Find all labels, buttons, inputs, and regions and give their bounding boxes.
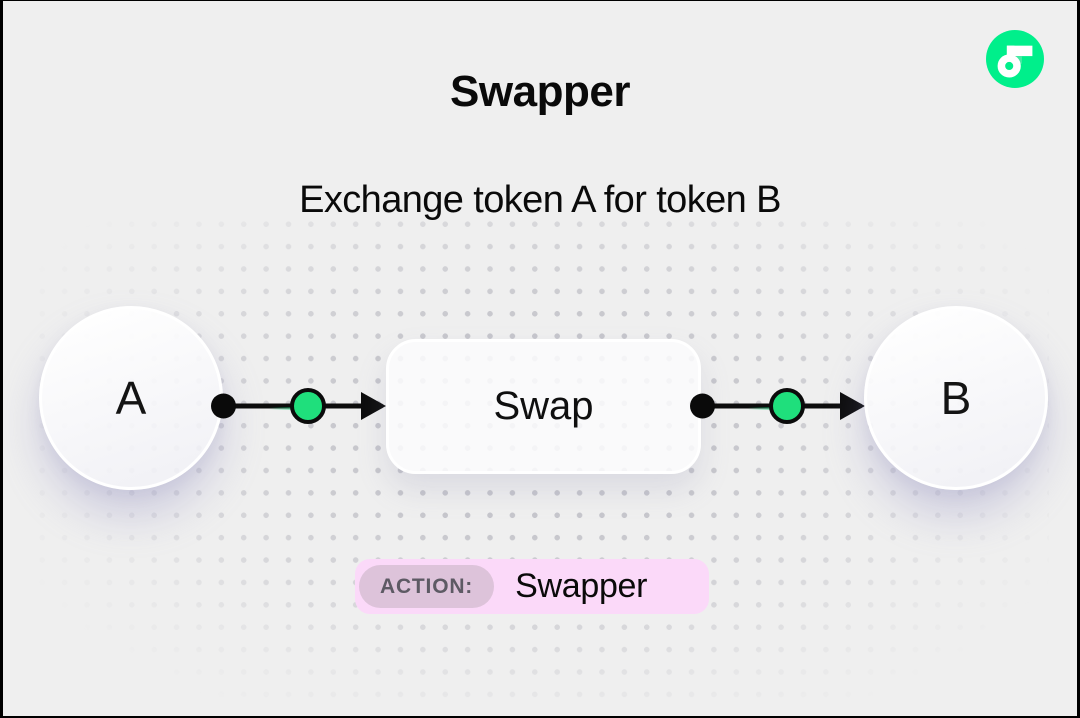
node-swap-label: Swap: [493, 384, 594, 428]
connector-token-dot-green: [769, 388, 805, 424]
connector-start-dot: [690, 393, 715, 419]
node-token-a-label: A: [115, 372, 147, 424]
node-token-a: A: [39, 306, 223, 490]
node-token-b-label: B: [940, 372, 972, 424]
arrowhead-icon: [840, 392, 865, 420]
connector-a-to-swap: [211, 384, 386, 428]
page-subtitle: Exchange token A for token B: [299, 179, 781, 221]
action-badge-label: ACTION:: [359, 565, 495, 608]
node-swap: Swap: [386, 339, 701, 474]
connector-swap-to-b: [690, 384, 865, 428]
action-badge-value: Swapper: [515, 567, 648, 605]
connector-token-dot-green: [290, 388, 326, 424]
connector-start-dot: [211, 393, 236, 419]
flow-logo-icon: [986, 30, 1044, 88]
action-badge: ACTION: Swapper: [355, 559, 709, 614]
arrowhead-icon: [361, 392, 386, 420]
node-token-b: B: [864, 306, 1048, 490]
page-title: Swapper: [450, 67, 630, 116]
